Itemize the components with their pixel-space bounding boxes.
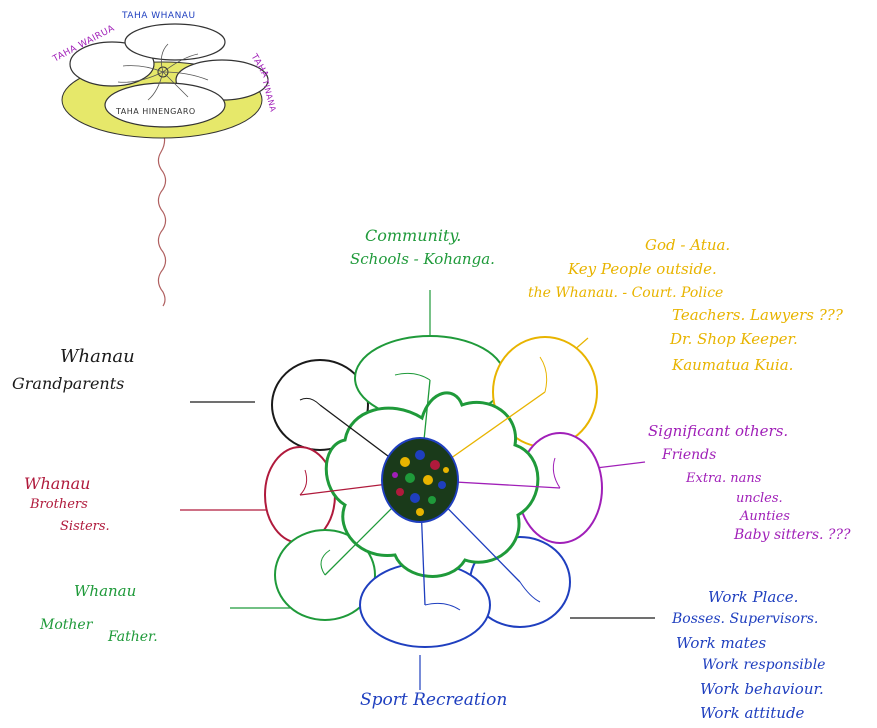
label-baby-sitters: Baby sitters. ???: [734, 527, 851, 543]
label-sport-recreation: Sport Recreation: [360, 690, 508, 710]
large-flower: [264, 335, 603, 648]
small-flower: [61, 23, 269, 307]
label-taha-whanau: TAHA WHANAU: [122, 11, 196, 21]
label-god-atua: God - Atua.: [645, 236, 731, 254]
core-seeds: [392, 450, 449, 516]
label-friends: Friends: [662, 447, 717, 463]
label-teachers-lawyers: Teachers. Lawyers ???: [672, 306, 843, 324]
label-taha-hinengaro: TAHA HINENGARO: [116, 107, 196, 116]
label-work-attitude: Work attitude: [700, 704, 805, 722]
label-work-behaviour: Work behaviour.: [700, 680, 824, 698]
label-dr-shopkeeper: Dr. Shop Keeper.: [670, 330, 798, 348]
label-work-responsible: Work responsible: [702, 657, 826, 673]
label-siblings-whanau: Whanau: [24, 474, 91, 493]
label-extra-nans: Extra. nans: [686, 471, 762, 486]
label-whanau-court: the Whanau. - Court. Police: [528, 285, 724, 301]
label-parents-whanau: Whanau: [74, 582, 137, 600]
label-community: Community.: [365, 226, 462, 245]
pointer-significant: [595, 461, 646, 469]
label-bosses: Bosses. Supervisors.: [672, 611, 819, 627]
label-schools-kohanga: Schools - Kohanga.: [350, 250, 495, 268]
small-flower-stem: [157, 131, 167, 307]
label-grandparents-whanau: Whanau: [60, 346, 135, 367]
label-work-mates: Work mates: [676, 634, 767, 652]
label-key-people: Key People outside.: [568, 260, 717, 278]
small-flower-petal-top: [124, 23, 226, 61]
label-aunties: Aunties: [740, 509, 790, 524]
label-significant-others: Significant others.: [648, 422, 789, 440]
label-work-place: Work Place.: [708, 588, 799, 606]
label-mother: Mother: [40, 617, 93, 633]
small-flower-petal-bottom: [104, 82, 226, 128]
small-flower-petal-left: [69, 41, 155, 87]
label-uncles: uncles.: [736, 491, 783, 506]
label-father: Father.: [108, 629, 158, 645]
label-grandparents: Grandparents: [12, 374, 125, 393]
label-sisters: Sisters.: [60, 519, 110, 534]
label-kaumatua-kuia: Kaumatua Kuia.: [672, 356, 794, 374]
label-brothers: Brothers: [30, 497, 88, 512]
